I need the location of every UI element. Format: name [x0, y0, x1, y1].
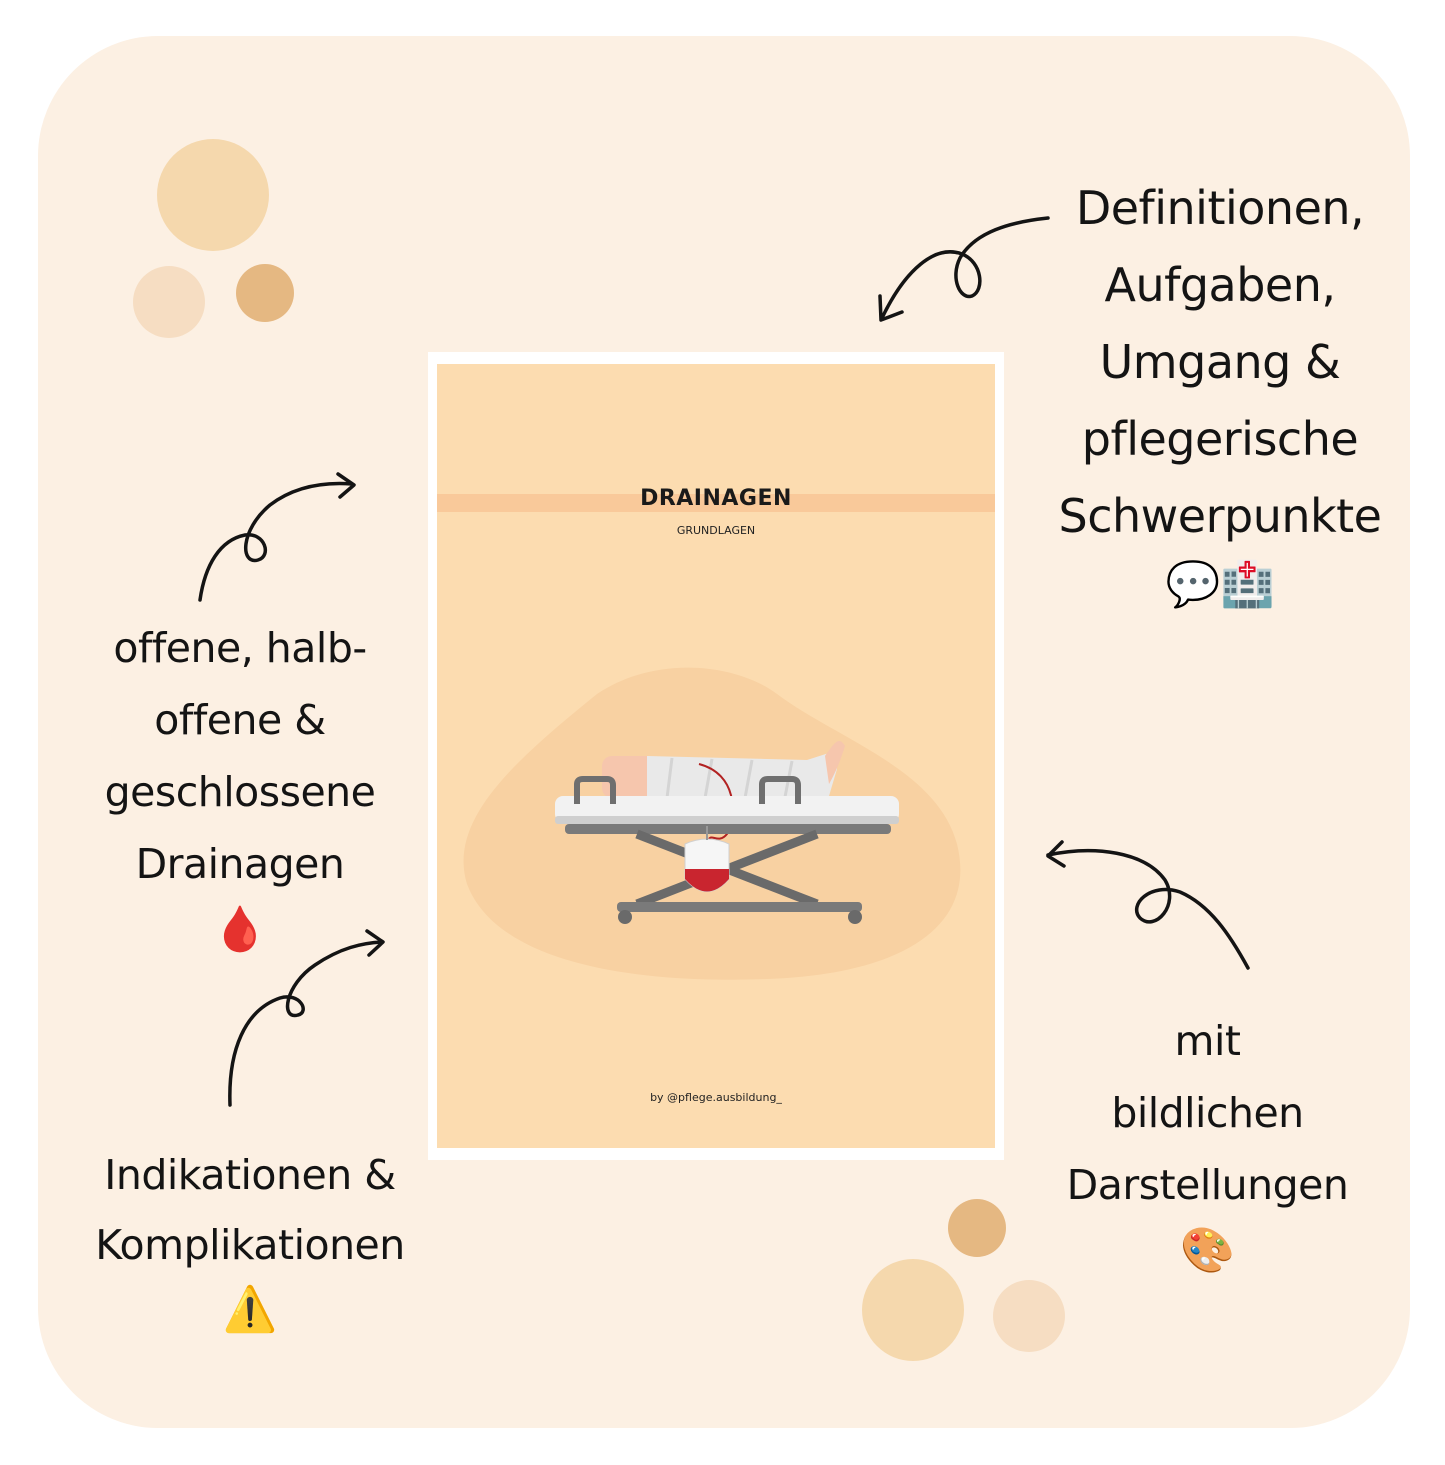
book-cover: DRAINAGEN GRUNDLAGEN [428, 352, 1004, 1160]
speech-bubble-hospital-icon: 💬🏥 [1165, 559, 1275, 610]
decor-dot-large [862, 1259, 964, 1361]
note-line: Indikationen & [104, 1151, 396, 1199]
note-indications: Indikationen & Komplikationen ⚠️ [95, 1140, 405, 1340]
note-illustrations: mit bildlichen Darstellungen 🎨 [1060, 1005, 1355, 1281]
note-line: Darstellungen [1066, 1161, 1349, 1209]
blood-drop-icon: 🩸 [212, 904, 268, 955]
patient-on-stretcher-with-drainage-bag-icon [463, 667, 961, 980]
note-line: Aufgaben, [1104, 258, 1336, 312]
cover-subtitle: GRUNDLAGEN [676, 524, 756, 537]
note-definitions: Definitionen, Aufgaben, Umgang & pfleger… [1050, 170, 1390, 615]
note-line: pflegerische [1081, 412, 1359, 466]
note-line: offene, halb- [113, 624, 367, 672]
book-cover-page: DRAINAGEN GRUNDLAGEN [437, 364, 995, 1148]
warning-icon: ⚠️ [222, 1284, 278, 1335]
note-line: offene & [154, 696, 326, 744]
title-band [437, 494, 995, 512]
decor-dot-pale [133, 266, 205, 338]
note-line: Komplikationen [95, 1221, 405, 1269]
note-line: Definitionen, [1075, 181, 1365, 235]
decor-dot-dark [948, 1199, 1006, 1257]
note-line: mit [1174, 1017, 1241, 1065]
note-line: bildlichen [1111, 1089, 1304, 1137]
decor-dot-pale [993, 1280, 1065, 1352]
decor-dot-dark [236, 264, 294, 322]
note-line: Umgang & [1099, 335, 1341, 389]
note-line: Drainagen [135, 840, 345, 888]
cover-title: DRAINAGEN [640, 486, 792, 511]
note-line: geschlossene [104, 768, 376, 816]
palette-icon: 🎨 [1180, 1225, 1235, 1276]
cover-byline: by @pflege.ausbildung_ [650, 1091, 782, 1104]
note-drain-types: offene, halb- offene & geschlossene Drai… [90, 612, 390, 960]
decor-dot-large [157, 139, 269, 251]
note-line: Schwerpunkte [1058, 489, 1382, 543]
